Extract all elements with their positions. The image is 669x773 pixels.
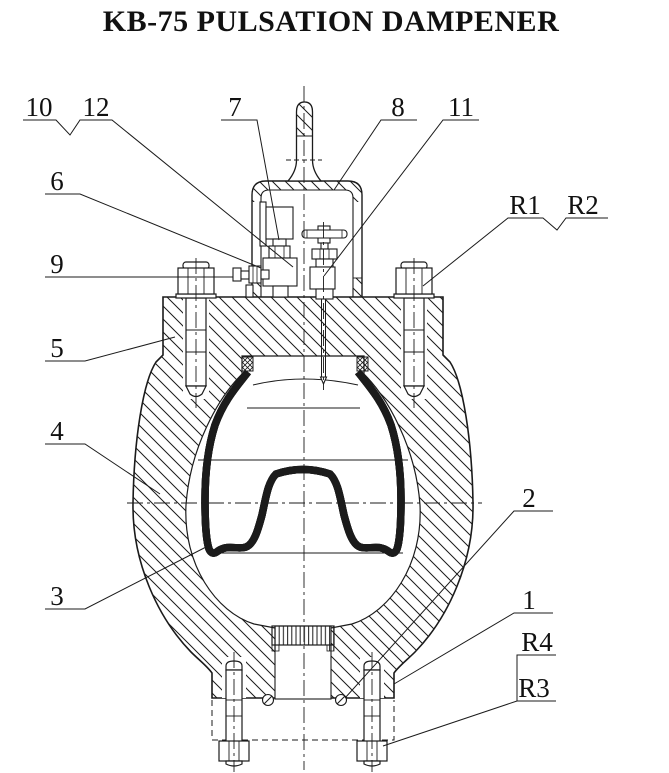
- leader-r4-r3: [382, 654, 556, 747]
- leader-7: [221, 119, 280, 241]
- compression-fittings: [232, 265, 270, 284]
- bladder-bead-left: [241, 356, 254, 372]
- drawing-title: KB-75 PULSATION DAMPENER: [103, 5, 559, 38]
- gauge-block-assembly: [232, 201, 298, 298]
- leader-r1-r2: [422, 217, 608, 287]
- callout-6: 6: [50, 166, 64, 196]
- callout-8: 8: [391, 92, 405, 122]
- callout-3: 3: [50, 581, 64, 611]
- bladder-bead-right: [356, 356, 369, 372]
- callout-9: 9: [50, 249, 64, 279]
- callout-11: 11: [448, 92, 474, 122]
- leader-3: [45, 544, 211, 610]
- callout-10: 10: [26, 92, 53, 122]
- leader-5: [45, 336, 176, 362]
- callout-1: 1: [522, 585, 536, 615]
- leader-6: [45, 193, 262, 269]
- leader-lines: [23, 119, 608, 747]
- callout-r1: R1: [509, 190, 541, 220]
- leader-8: [333, 119, 417, 191]
- callout-r2: R2: [567, 190, 599, 220]
- leader-1: [393, 612, 553, 685]
- support-bracket: [245, 284, 254, 298]
- callout-7: 7: [228, 92, 242, 122]
- packing-nut: [311, 248, 338, 260]
- callout-r3: R3: [518, 673, 550, 703]
- leader-10-12: [23, 119, 294, 268]
- callout-12: 12: [83, 92, 110, 122]
- drain-screw-right: [334, 693, 348, 707]
- valve-t-handle: [301, 229, 348, 239]
- leader-11: [323, 119, 479, 277]
- callout-r4: R4: [521, 627, 553, 657]
- centerlines: [127, 86, 482, 772]
- charging-valve-assembly: [301, 225, 348, 386]
- hidden-mating-flange: [211, 700, 395, 741]
- gauge-body: [265, 206, 294, 240]
- insert-corner-right: [326, 644, 335, 652]
- callout-4: 4: [50, 416, 64, 446]
- leader-2: [344, 510, 553, 699]
- leader-4: [45, 443, 161, 495]
- callout-5: 5: [50, 333, 64, 363]
- drain-screw-left: [261, 693, 275, 707]
- cover-foot-right: [352, 277, 363, 298]
- needle-valve-body: [309, 266, 336, 290]
- insert-corner-left: [271, 644, 280, 652]
- callout-labels: 10 12 7 8 11 6 9 R1 R2 5 4 3 2 1 R4 R3: [26, 92, 599, 703]
- bladder: [201, 356, 405, 553]
- gauge-plate: [259, 201, 267, 247]
- stem-hatched-cap: [296, 101, 313, 137]
- cavity-lines: [198, 378, 408, 554]
- callout-2: 2: [522, 483, 536, 513]
- cover-top-band: [252, 181, 362, 202]
- threaded-insert: [271, 625, 335, 646]
